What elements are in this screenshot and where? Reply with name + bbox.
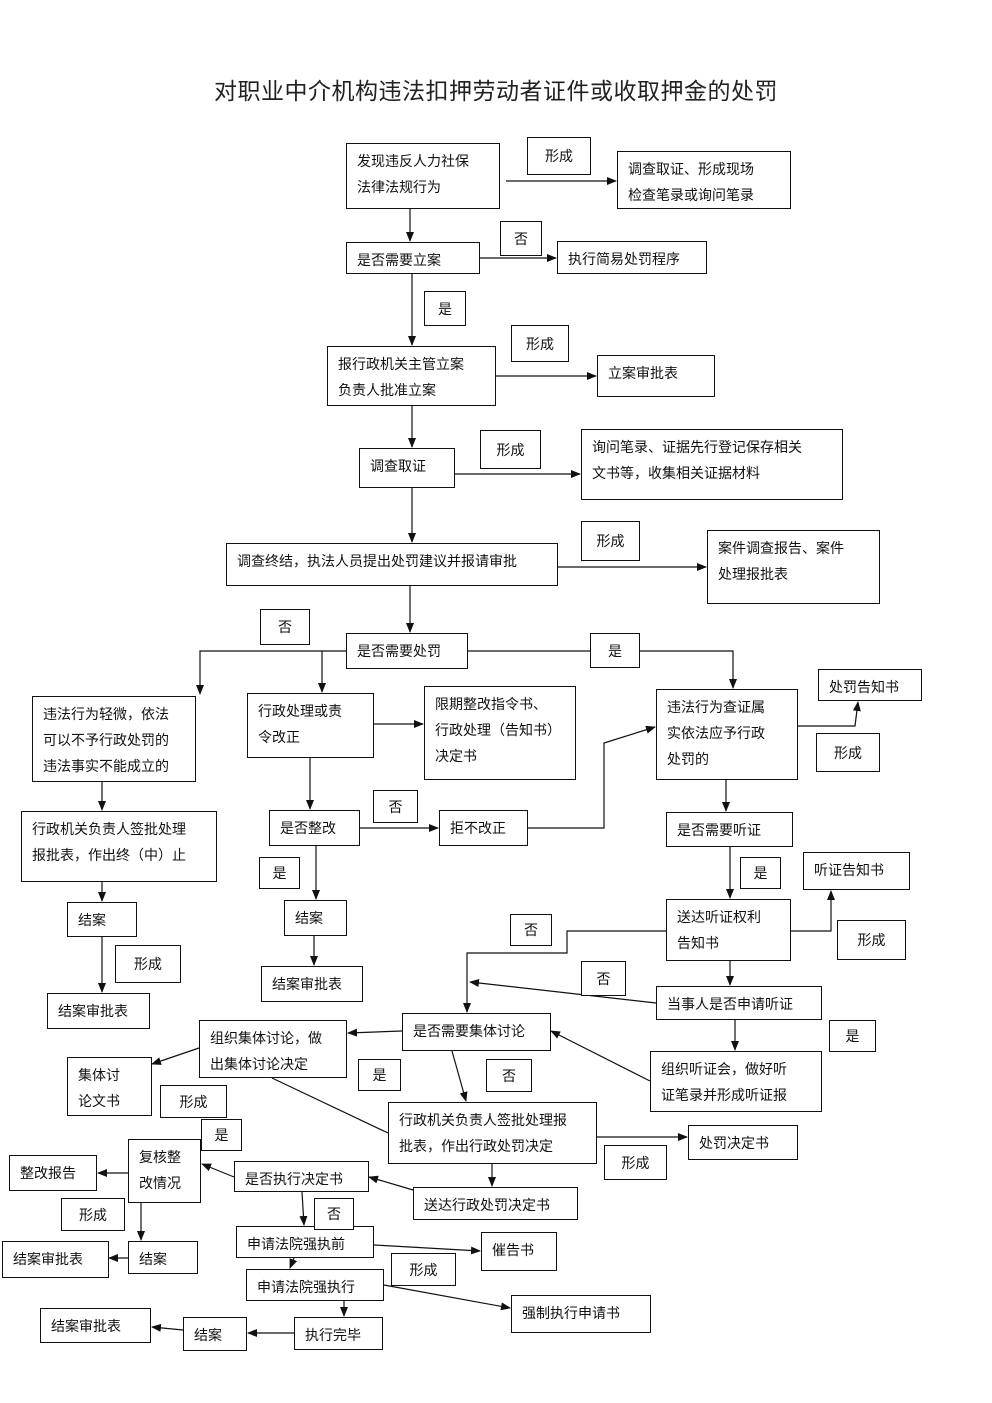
edge-need-group-to-sign-penalty (451, 1050, 468, 1102)
label-form-4: 形成 (581, 521, 640, 561)
label-no-6: 否 (486, 1059, 532, 1092)
node-urge-notice: 催告书 (481, 1232, 557, 1271)
edge-execute-to-review (201, 1163, 235, 1178)
node-evidence-docs: 询问笔录、证据先行登记保存相关 文书等，收集相关证据材料 (581, 429, 843, 500)
label-yes-6: 是 (358, 1059, 401, 1091)
node-penalty-notice: 处罚告知书 (818, 669, 922, 701)
edge-before-enforce-to-urge (373, 1244, 481, 1255)
node-admin-correct: 行政处理或责 令改正 (247, 693, 374, 758)
node-deliver-hearing-rights: 送达听证权利 告知书 (666, 899, 791, 961)
edge-group-discuss-to-sign-penalty (271, 1077, 389, 1134)
node-penalty-decision: 处罚决定书 (688, 1125, 798, 1160)
node-conclude-propose: 调查终结，执法人员提出处罚建议并报请审批 (226, 543, 558, 586)
node-hearing-notice: 听证告知书 (803, 852, 910, 890)
label-yes-4: 是 (740, 857, 781, 889)
edge-refuse-to-verified (528, 725, 656, 829)
page-title: 对职业中介机构违法扣押劳动者证件或收取押金的处罚 (214, 79, 778, 105)
edge-verified-to-penalty-notice (798, 701, 861, 727)
label-no-5: 否 (581, 961, 626, 996)
edge-need-group-to-group-discuss (347, 1028, 403, 1037)
node-filing-form: 立案审批表 (597, 355, 715, 397)
label-form-7: 形成 (837, 920, 906, 960)
node-before-enforce: 申请法院强执前 (236, 1226, 374, 1258)
label-yes-1: 是 (424, 291, 466, 326)
label-form-3: 形成 (480, 430, 541, 469)
node-need-group-discussion: 是否需要集体讨论 (402, 1013, 551, 1051)
node-approval-bottom: 结案审批表 (40, 1308, 151, 1343)
edge-before-enforce-to-apply (289, 1257, 298, 1269)
edge-hold-hearing-to-need-group (550, 1030, 651, 1082)
edge-deliver-no-to-need-group (463, 930, 666, 1013)
node-survey-record: 调查取证、形成现场 检查笔录或询问笔录 (617, 151, 791, 209)
node-party-apply-hearing: 当事人是否申请听证 (656, 986, 822, 1020)
node-hold-hearing: 组织听证会，做好听 证笔录并形成听证报 (650, 1051, 822, 1112)
edge-deliver-to-hearing-notice (791, 890, 835, 932)
label-yes-3: 是 (259, 857, 300, 889)
label-no-1: 否 (500, 221, 542, 256)
edge-party-apply-no (469, 979, 657, 1004)
node-approval-left: 结案审批表 (47, 993, 150, 1029)
node-report-approve: 报行政机关主管立案 负责人批准立案 (327, 346, 496, 406)
edge-close-to-approval-bottom (151, 1323, 184, 1332)
label-form-11: 形成 (391, 1253, 456, 1286)
node-discover-violation: 发现违反人力社保 法律法规行为 (346, 143, 500, 209)
edge-group-discuss-to-doc (151, 1047, 200, 1065)
node-group-discuss: 组织集体讨论，做 出集体讨论决定 (199, 1020, 347, 1078)
label-form-5: 形成 (816, 733, 880, 772)
label-form-8: 形成 (160, 1085, 227, 1118)
node-enforce-application: 强制执行申请书 (511, 1295, 651, 1333)
node-simple-procedure: 执行简易处罚程序 (557, 241, 707, 274)
label-form-1: 形成 (527, 137, 591, 175)
node-close-bottom: 结案 (183, 1317, 247, 1351)
label-form-9: 形成 (604, 1145, 667, 1180)
label-yes-7: 是 (201, 1119, 242, 1151)
node-sign-penalty-decision: 行政机关负责人签批处理报 批表，作出行政处罚决定 (388, 1102, 597, 1164)
node-investigate: 调查取证 (359, 448, 455, 488)
node-close-bottom-left: 结案 (128, 1241, 198, 1274)
label-form-6: 形成 (115, 945, 181, 983)
label-no-3: 否 (373, 790, 418, 823)
node-need-hearing: 是否需要听证 (666, 812, 793, 847)
label-form-2: 形成 (511, 325, 569, 362)
label-yes-5: 是 (829, 1020, 876, 1052)
edge-need-penalty-left-branch (196, 650, 346, 695)
node-execute-decision: 是否执行决定书 (234, 1161, 369, 1192)
node-verified-penalty: 违法行为查证属 实依法应予行政 处罚的 (656, 689, 798, 780)
node-need-filing: 是否需要立案 (346, 242, 480, 274)
node-rectify-report: 整改报告 (9, 1155, 97, 1191)
node-case-report: 案件调查报告、案件 处理报批表 (707, 530, 880, 604)
node-close-left: 结案 (67, 902, 137, 937)
label-form-10: 形成 (61, 1198, 125, 1231)
edge-deliver-to-execute (368, 1175, 414, 1191)
edge-need-penalty-to-verified (468, 650, 737, 689)
node-rectify-order: 限期整改指令书、 行政处理（告知书） 决定书 (424, 686, 576, 780)
node-refuse-rectify: 拒不改正 (439, 810, 528, 846)
node-need-penalty: 是否需要处罚 (346, 633, 468, 669)
edge-apply-to-enforce-app (383, 1284, 511, 1311)
label-yes-2: 是 (590, 633, 640, 668)
node-group-doc: 集体讨 论文书 (67, 1057, 152, 1116)
node-review-rectify: 复核整 改情况 (128, 1139, 201, 1203)
label-no-4: 否 (510, 914, 552, 946)
node-apply-enforce: 申请法院强执行 (246, 1269, 384, 1301)
node-is-rectified: 是否整改 (269, 810, 360, 846)
label-no-2: 否 (260, 609, 310, 645)
node-deliver-decision: 送达行政处罚决定书 (413, 1187, 578, 1220)
node-approval-mid: 结案审批表 (261, 966, 363, 1002)
label-no-7: 否 (314, 1198, 354, 1230)
node-close-mid: 结案 (284, 900, 347, 936)
node-sign-terminate: 行政机关负责人签批处理 报批表，作出终（中）止 (21, 811, 217, 882)
node-exec-complete: 执行完毕 (294, 1317, 383, 1350)
node-minor-violation: 违法行为轻微，依法 可以不予行政处罚的 违法事实不能成立的 (32, 696, 196, 782)
node-approval-bottom-left: 结案审批表 (2, 1241, 109, 1278)
edge-execute-to-before-enforce (299, 1191, 308, 1226)
